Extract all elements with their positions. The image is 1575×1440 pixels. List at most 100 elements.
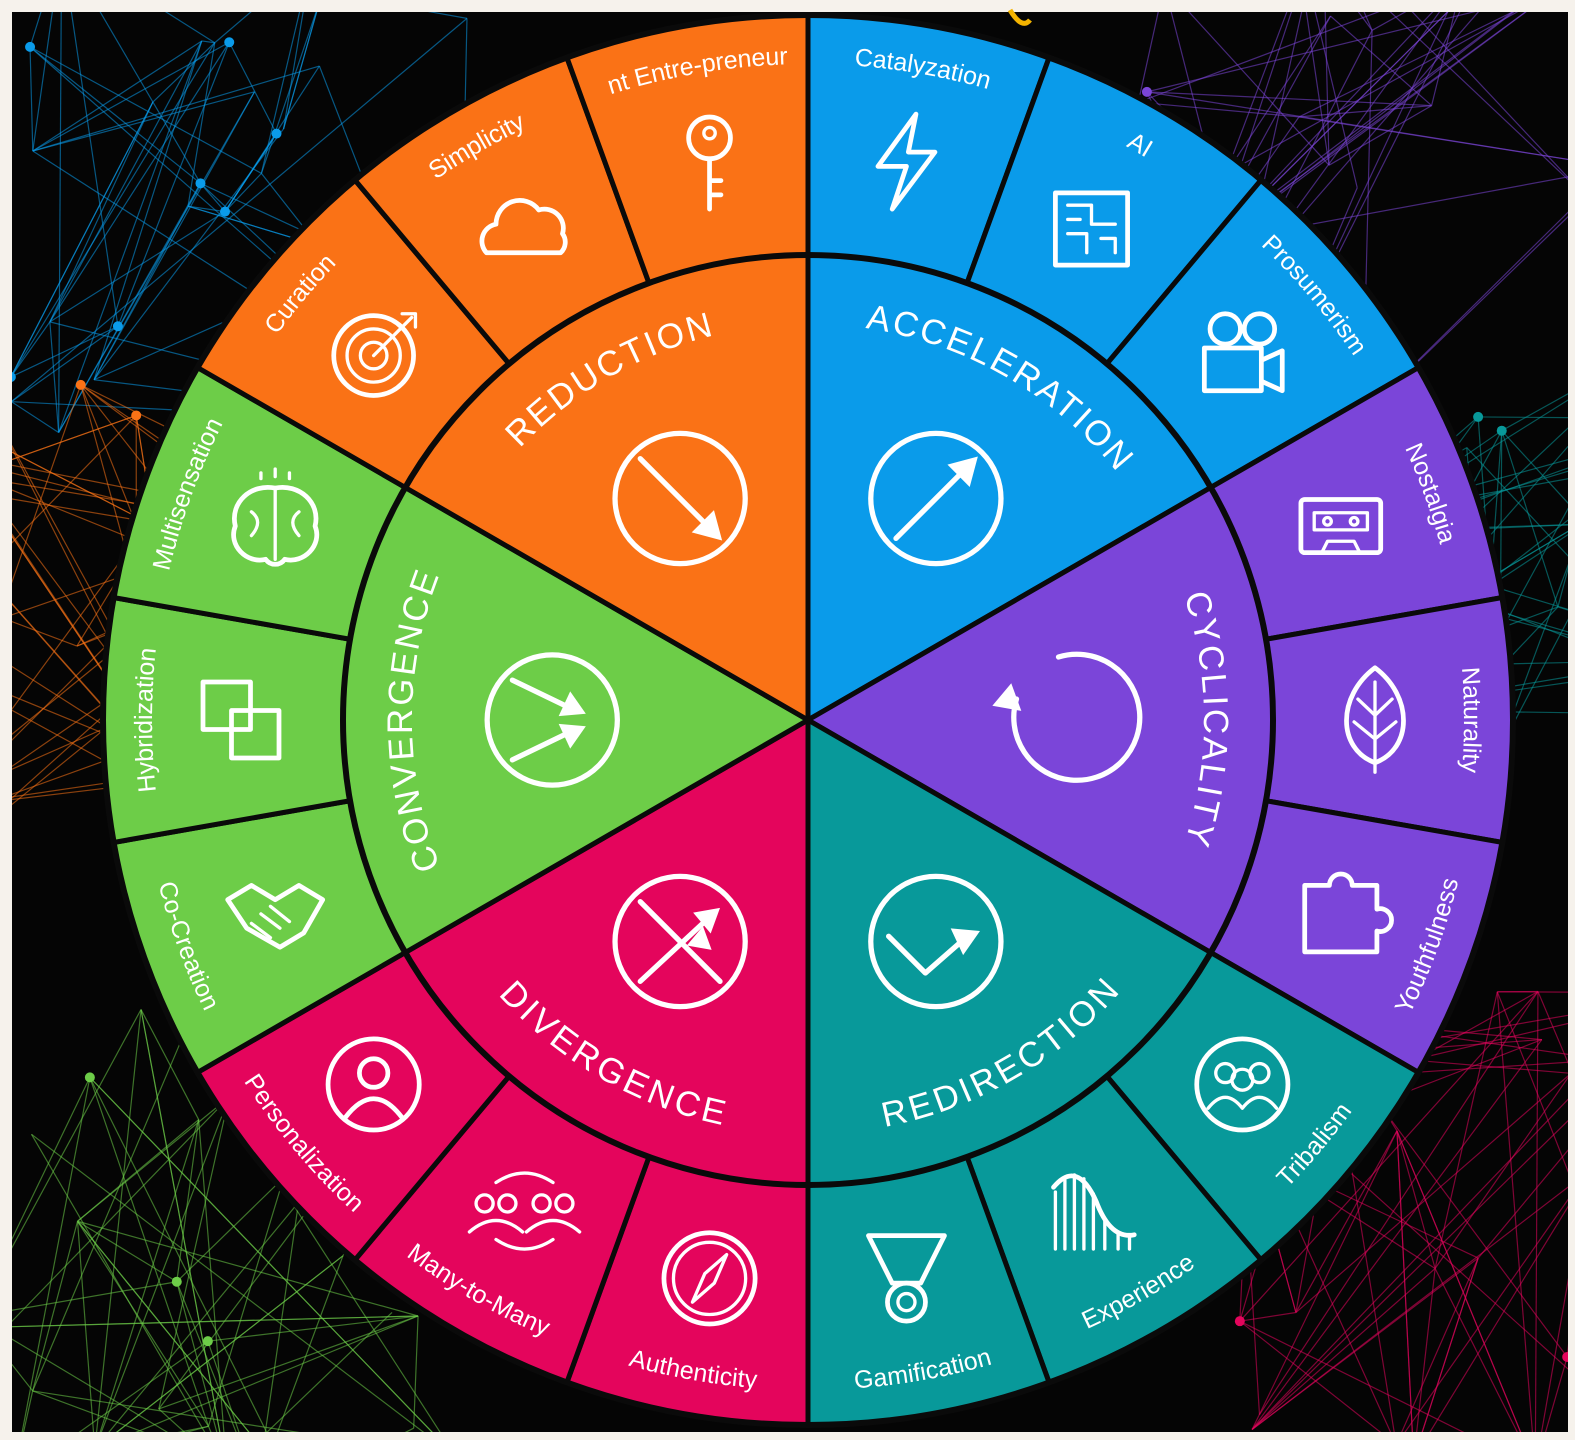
- network-line: [1534, 991, 1539, 1432]
- network-cluster: [12, 12, 468, 434]
- network-line: [117, 42, 230, 327]
- network-line: [12, 325, 119, 402]
- network-line: [1429, 1205, 1568, 1432]
- network-line: [49, 101, 154, 323]
- network-node: [271, 128, 282, 139]
- trend-label-naturality: Naturality: [1456, 666, 1486, 774]
- network-line: [29, 46, 34, 152]
- network-line: [187, 42, 216, 207]
- network-line: [32, 1390, 300, 1432]
- network-line: [1188, 12, 1330, 166]
- network-node: [75, 379, 86, 390]
- network-line: [1146, 12, 1476, 93]
- network-line: [32, 1034, 185, 1392]
- network-line: [1298, 12, 1514, 118]
- network-line: [1544, 1356, 1568, 1432]
- network-line: [1490, 585, 1568, 611]
- network-line: [12, 17, 468, 402]
- network-node: [220, 206, 231, 217]
- network-line: [158, 1097, 230, 1410]
- network-line: [12, 321, 51, 377]
- network-line: [1146, 91, 1432, 107]
- network-line: [1496, 991, 1568, 1173]
- network-line: [1431, 12, 1456, 106]
- network-line: [1314, 12, 1358, 188]
- network-line: [140, 1009, 221, 1432]
- network-line: [224, 65, 320, 212]
- network-line: [93, 40, 203, 380]
- network-line: [12, 1363, 34, 1392]
- network-line: [260, 12, 301, 174]
- network-line: [12, 42, 216, 377]
- network-line: [1434, 1268, 1518, 1432]
- target-icon: [331, 312, 418, 398]
- network-line: [1251, 1186, 1568, 1430]
- converging-arrows-circle-icon: [484, 652, 620, 788]
- network-line: [135, 1315, 419, 1432]
- connected-people-icon: [467, 1171, 582, 1251]
- check-arrow-circle-icon: [868, 873, 1004, 1010]
- network-line: [187, 205, 226, 213]
- network-line: [58, 91, 255, 433]
- network-line: [1434, 1076, 1568, 1269]
- network-node: [2, 1322, 12, 1332]
- lightning-bolt-icon: [875, 111, 938, 212]
- network-node: [224, 37, 235, 48]
- network-line: [1138, 12, 1380, 103]
- network-line: [78, 1340, 209, 1432]
- network-line: [12, 665, 140, 749]
- cloud-icon: [479, 198, 568, 256]
- network-line: [58, 12, 62, 433]
- network-line: [1298, 105, 1432, 118]
- network-line: [1498, 618, 1568, 751]
- network-line: [228, 41, 278, 134]
- network-line: [1434, 991, 1498, 1269]
- network-line: [12, 522, 105, 648]
- network-node: [1234, 1316, 1245, 1327]
- network-line: [140, 1009, 200, 1120]
- network-line: [1557, 566, 1568, 608]
- person-circle-icon: [325, 1036, 422, 1133]
- roller-coaster-icon: [1051, 1173, 1137, 1251]
- network-line: [1295, 1075, 1568, 1313]
- network-line: [1566, 1343, 1568, 1358]
- diverging-arrows-circle-icon: [612, 873, 748, 1010]
- network-line: [1330, 15, 1432, 107]
- network-line: [1537, 991, 1568, 1065]
- network-line: [12, 401, 59, 434]
- network-line: [1305, 12, 1330, 166]
- network-node: [84, 1072, 95, 1083]
- network-line: [1490, 533, 1568, 587]
- overlapping-squares-icon: [200, 679, 282, 761]
- network-line: [1239, 991, 1539, 1322]
- network-line: [1501, 393, 1568, 432]
- network-line: [12, 464, 169, 497]
- down-right-arrow-circle-icon: [612, 430, 748, 567]
- network-line: [77, 1220, 209, 1427]
- network-line: [1138, 101, 1300, 118]
- network-line: [1466, 447, 1568, 557]
- network-line: [1540, 1277, 1568, 1432]
- network-line: [176, 1281, 218, 1432]
- network-line: [1324, 12, 1330, 166]
- network-node: [195, 178, 206, 189]
- network-line: [1396, 1130, 1522, 1432]
- handshake-icon: [225, 883, 326, 950]
- network-line: [200, 182, 226, 213]
- network-line: [413, 1315, 419, 1429]
- yellow-accent-arc: [1007, 8, 1032, 26]
- network-line: [76, 1221, 95, 1432]
- network-line: [77, 1220, 419, 1317]
- network-line: [29, 12, 42, 48]
- network-line: [1401, 1257, 1479, 1432]
- network-line: [1137, 12, 1159, 103]
- network-line: [12, 1009, 142, 1249]
- network-line: [1498, 563, 1568, 751]
- network-line: [49, 40, 203, 323]
- network-line: [1371, 12, 1407, 31]
- network-node: [112, 321, 123, 332]
- network-line: [77, 1220, 250, 1432]
- network-line: [1571, 1073, 1575, 1135]
